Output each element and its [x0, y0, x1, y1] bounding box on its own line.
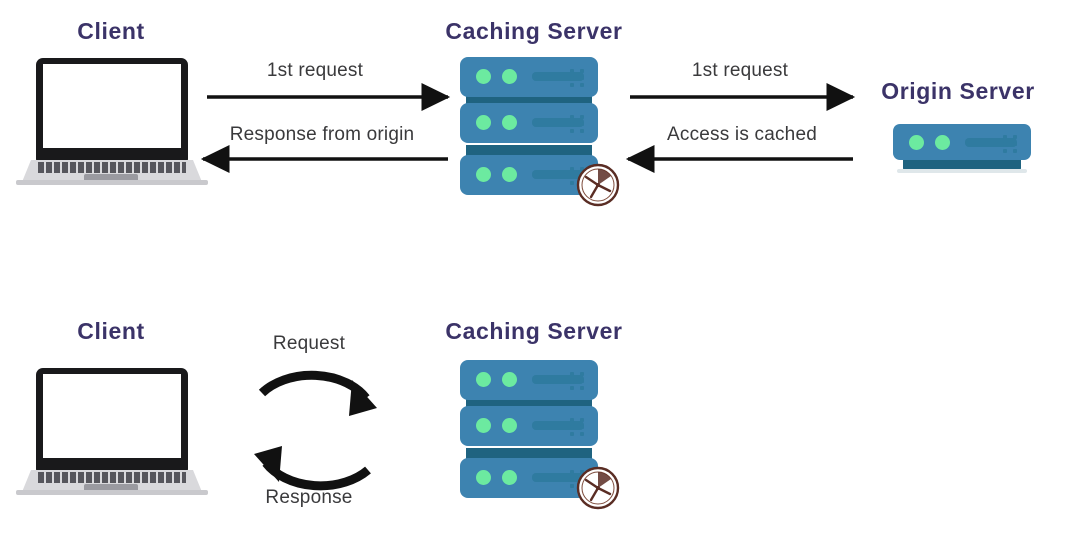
server-led-icon	[502, 470, 517, 485]
laptop-hinge	[36, 148, 188, 161]
bottom-client-title: Client	[77, 318, 145, 344]
origin-server-shadow	[897, 169, 1027, 173]
server-led-icon	[502, 418, 517, 433]
arrow-loop-request	[258, 370, 377, 416]
rack-gap	[466, 145, 592, 157]
server-led-icon	[502, 167, 517, 182]
server-slot	[532, 473, 584, 482]
laptop-screen	[43, 374, 181, 458]
top-client-title: Client	[77, 18, 145, 44]
bottom-caching-server-title: Caching Server	[445, 318, 623, 344]
rack-gap	[466, 448, 592, 460]
origin-server-plinth	[903, 157, 1021, 170]
laptop-foot	[16, 180, 208, 185]
edge-label-cache-to-origin-request: 1st request	[691, 60, 789, 81]
edge-label-cache-to-client-response: Response from origin	[229, 124, 415, 145]
origin-server-title: Origin Server	[881, 78, 1035, 104]
server-led-icon	[476, 372, 491, 387]
laptop-trackpad	[84, 484, 138, 492]
server-led-icon	[502, 69, 517, 84]
server-slot	[532, 375, 584, 384]
laptop-hinge	[36, 458, 188, 471]
server-slot	[965, 138, 1017, 147]
edge-label-request: Request	[272, 333, 346, 354]
server-slot	[532, 421, 584, 430]
server-led-icon	[502, 115, 517, 130]
server-slot	[532, 118, 584, 127]
server-dot-grid	[570, 372, 592, 390]
cache-timer-clock-icon	[576, 163, 620, 207]
arrow-loop-response	[254, 446, 371, 491]
server-slot	[532, 72, 584, 81]
laptop-keyboard	[38, 472, 186, 483]
edge-label-response: Response	[265, 487, 353, 508]
server-led-icon	[476, 115, 491, 130]
top-caching-server-title: Caching Server	[445, 18, 623, 44]
edge-label-client-to-cache-request: 1st request	[266, 60, 364, 81]
laptop-trackpad	[84, 174, 138, 182]
cache-timer-clock-icon	[576, 466, 620, 510]
edge-label-origin-to-cache-cached: Access is cached	[667, 124, 817, 145]
server-led-icon	[476, 167, 491, 182]
server-led-icon	[476, 69, 491, 84]
server-led-icon	[909, 135, 924, 150]
server-dot-grid	[570, 115, 592, 133]
server-led-icon	[476, 418, 491, 433]
laptop-screen	[43, 64, 181, 148]
server-led-icon	[476, 470, 491, 485]
server-slot	[532, 170, 584, 179]
server-dot-grid	[570, 418, 592, 436]
server-dot-grid	[570, 69, 592, 87]
laptop-keyboard	[38, 162, 186, 173]
laptop-foot	[16, 490, 208, 495]
server-led-icon	[935, 135, 950, 150]
server-dot-grid	[1003, 135, 1025, 153]
server-led-icon	[502, 372, 517, 387]
